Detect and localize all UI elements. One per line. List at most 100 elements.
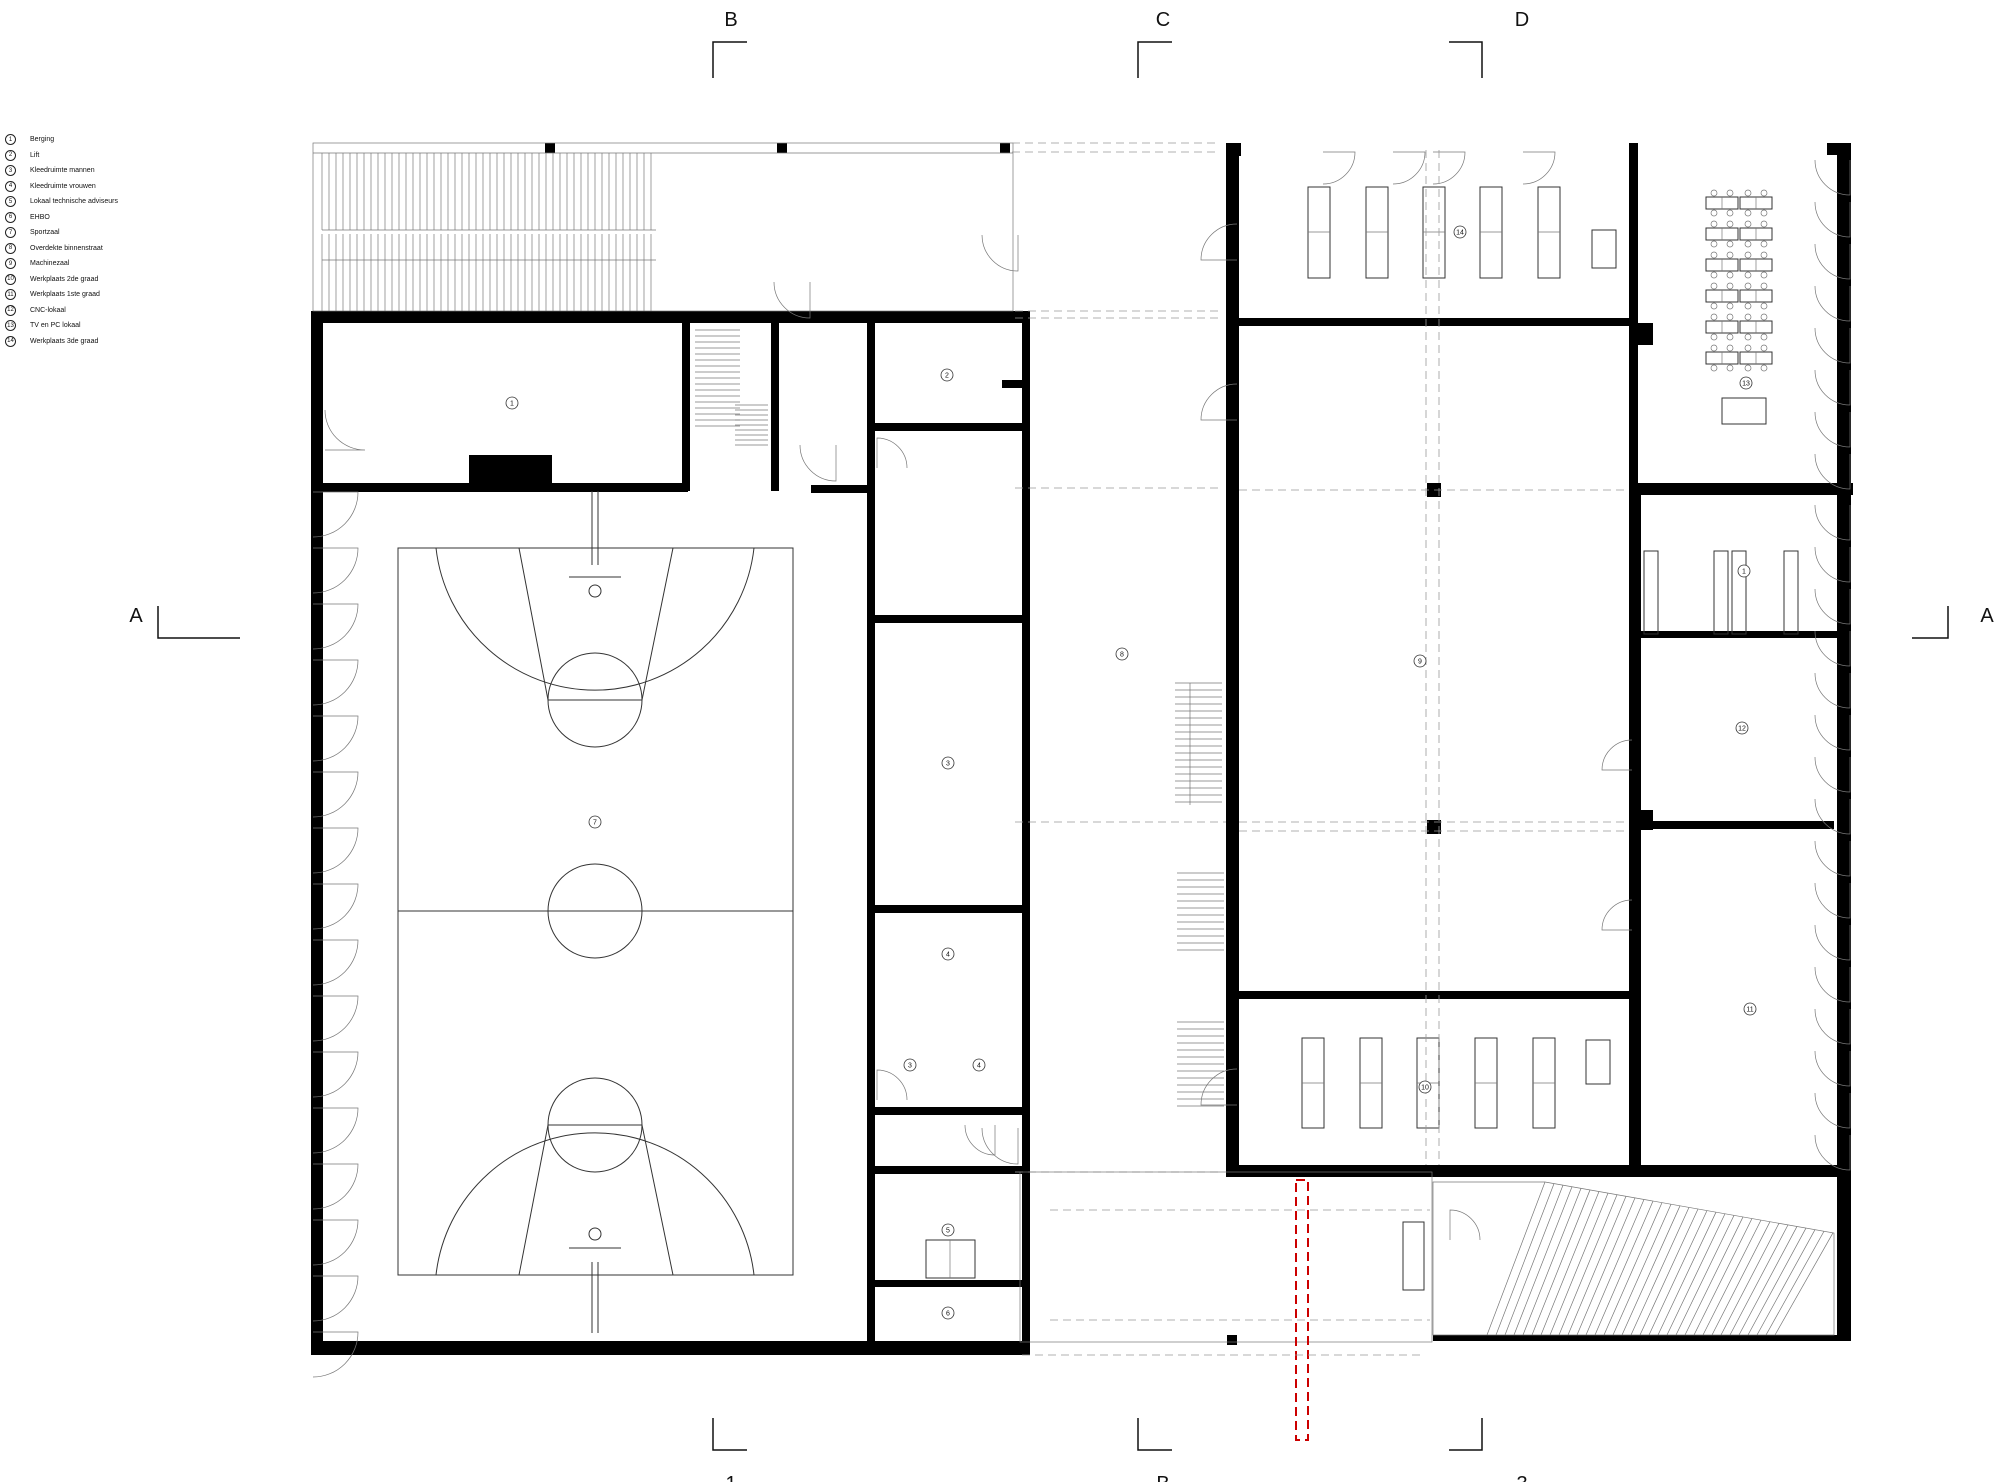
legend-item: 8 Overdekte binnenstraat xyxy=(5,241,175,257)
door-swing xyxy=(1522,151,1556,185)
door-swing xyxy=(981,1127,1019,1165)
room-marker: 7 xyxy=(588,815,602,829)
legend-label: Kleedruimte mannen xyxy=(30,167,95,175)
room-number: 10 xyxy=(1421,1085,1429,1092)
door-swing xyxy=(1814,411,1851,448)
door-swing xyxy=(799,444,837,482)
door-swing xyxy=(1814,285,1851,322)
room-marker: 9 xyxy=(1413,654,1427,668)
walls xyxy=(311,143,1853,1355)
section-label-bottom-3: 3 xyxy=(1516,1473,1527,1482)
room-marker: 3 xyxy=(903,1058,917,1072)
section-label-bottom-b: B xyxy=(1156,1473,1169,1482)
door-swing xyxy=(1200,223,1238,261)
door-swing xyxy=(1322,151,1356,185)
door-swing xyxy=(1814,840,1851,877)
room-marker: 8 xyxy=(1115,647,1129,661)
room-number: 7 xyxy=(593,820,597,827)
room-number: 4 xyxy=(977,1063,981,1070)
stair-left xyxy=(695,329,768,446)
legend-number: 12 xyxy=(5,304,16,316)
door-swing xyxy=(876,437,908,469)
exterior-canopy xyxy=(312,142,1220,1173)
door-swing xyxy=(312,1275,359,1322)
section-markers: B C D 1 B 3 A A xyxy=(129,9,1994,1482)
section-label-left-a: A xyxy=(129,605,143,627)
inner-street-stairs xyxy=(1175,682,1224,1107)
room-marker: 14 xyxy=(1453,225,1467,239)
door-swing xyxy=(312,1163,359,1210)
legend-number: 13 xyxy=(5,320,16,332)
door-swing xyxy=(1814,546,1851,583)
room-marker: 11 xyxy=(1743,1002,1757,1016)
legend-label: Werkplaats 2de graad xyxy=(30,275,99,283)
legend-item: 3 Kleedruimte mannen xyxy=(5,163,175,179)
legend-label: Berging xyxy=(30,136,55,144)
door-swing xyxy=(312,603,359,650)
room-marker: 3 xyxy=(941,756,955,770)
door-swing xyxy=(312,1107,359,1154)
door-swing xyxy=(1814,201,1851,238)
room-marker: 4 xyxy=(941,947,955,961)
door-swing xyxy=(312,659,359,706)
door-swing xyxy=(1814,243,1851,280)
legend-number: 8 xyxy=(5,242,16,254)
door-swing xyxy=(312,1219,359,1266)
legend-number: 3 xyxy=(5,165,16,177)
legend-item: 10 Werkplaats 2de graad xyxy=(5,272,175,288)
legend-label: TV en PC lokaal xyxy=(30,322,81,330)
door-swing xyxy=(1814,756,1851,793)
room-number: 3 xyxy=(908,1063,912,1070)
room-number: 6 xyxy=(946,1311,950,1318)
door-swing xyxy=(1814,1008,1851,1045)
legend-number: 7 xyxy=(5,227,16,239)
door-swing xyxy=(1814,714,1851,751)
door-swing xyxy=(1814,504,1851,541)
door-swing xyxy=(312,827,359,874)
legend-item: 13 TV en PC lokaal xyxy=(5,318,175,334)
door-swing xyxy=(312,939,359,986)
door-swing xyxy=(1601,739,1633,771)
door-swing xyxy=(312,995,359,1042)
room-number: 12 xyxy=(1738,726,1746,733)
legend-label: Sportzaal xyxy=(30,229,60,237)
room-number: 5 xyxy=(946,1228,950,1235)
legend-number: 11 xyxy=(5,289,16,301)
room-number: 8 xyxy=(1120,652,1124,659)
section-label-top-b: B xyxy=(724,9,737,31)
section-label-top-c: C xyxy=(1156,9,1170,31)
room-marker: 1 xyxy=(505,396,519,410)
legend-number: 6 xyxy=(5,211,16,223)
legend-number: 10 xyxy=(5,273,16,285)
legend-label: Overdekte binnenstraat xyxy=(30,244,103,252)
legend-label: Werkplaats 1ste graad xyxy=(30,291,100,299)
door-swing xyxy=(1814,453,1851,490)
door-swing xyxy=(1814,1050,1851,1087)
legend-label: CNC-lokaal xyxy=(30,306,66,314)
room-marker: 4 xyxy=(972,1058,986,1072)
room-number: 14 xyxy=(1456,230,1464,237)
door-swing xyxy=(1814,1092,1851,1129)
door-swing xyxy=(324,409,366,451)
door-swing xyxy=(1601,899,1633,931)
doors xyxy=(312,151,1851,1378)
legend-label: Lokaal technische adviseurs xyxy=(30,198,118,206)
door-swing xyxy=(312,1051,359,1098)
section-label-right-a: A xyxy=(1980,605,1994,627)
room-marker: 2 xyxy=(940,368,954,382)
room-marker: 10 xyxy=(1418,1080,1432,1094)
door-swing xyxy=(1814,966,1851,1003)
room-number: 9 xyxy=(1418,659,1422,666)
door-swing xyxy=(1814,798,1851,835)
legend-number: 2 xyxy=(5,149,16,161)
section-label-bottom-1: 1 xyxy=(725,1473,736,1482)
room-number: 3 xyxy=(946,761,950,768)
legend-label: Lift xyxy=(30,151,40,159)
legend-number: 4 xyxy=(5,180,16,192)
legend-item: 12 CNC-lokaal xyxy=(5,303,175,319)
